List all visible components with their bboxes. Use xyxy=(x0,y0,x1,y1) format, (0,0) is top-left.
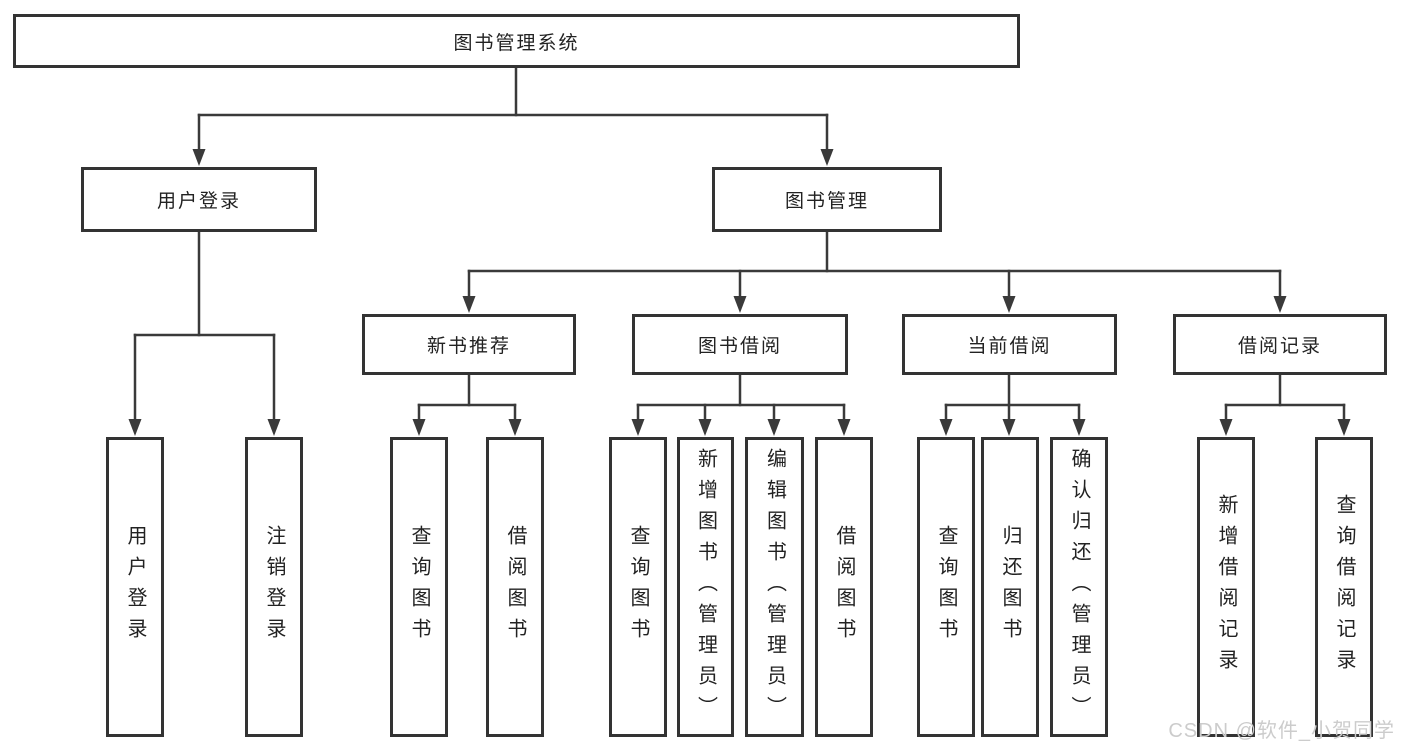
leaf-query-books-current-label: 查询图书 xyxy=(935,525,957,649)
node-borrow-records-label: 借阅记录 xyxy=(1237,336,1322,357)
connector-current-borrow-to-leaves xyxy=(944,373,1081,421)
leaf-confirm-return-admin: 确认归还（管理员） xyxy=(1050,437,1108,737)
connector-new-book-to-leaves xyxy=(417,373,517,421)
leaf-borrow-books-recommend: 借阅图书 xyxy=(486,437,544,737)
leaf-edit-books-admin: 编辑图书（管理员） xyxy=(745,437,804,737)
connector-book-borrow-to-leaves xyxy=(636,373,846,421)
connector-borrow-record-to-leaves xyxy=(1224,373,1346,421)
node-new-book-recommend-label: 新书推荐 xyxy=(426,336,511,357)
node-book-borrow: 图书借阅 xyxy=(632,314,848,375)
leaf-query-books-borrow-label: 查询图书 xyxy=(627,525,649,649)
leaf-borrow-books: 借阅图书 xyxy=(815,437,873,737)
leaf-borrow-books-recommend-label: 借阅图书 xyxy=(504,525,526,649)
leaf-borrow-books-label: 借阅图书 xyxy=(833,525,855,649)
node-user-login: 用户登录 xyxy=(81,167,317,232)
leaf-return-books: 归还图书 xyxy=(981,437,1039,737)
leaf-add-books-admin: 新增图书（管理员） xyxy=(677,437,734,737)
node-borrow-records: 借阅记录 xyxy=(1173,314,1387,375)
leaf-logout: 注销登录 xyxy=(245,437,303,737)
leaf-query-books-borrow: 查询图书 xyxy=(609,437,667,737)
node-book-management: 图书管理 xyxy=(712,167,942,232)
leaf-user-login: 用户登录 xyxy=(106,437,164,737)
node-book-management-label: 图书管理 xyxy=(784,191,869,212)
leaf-query-books-recommend-label: 查询图书 xyxy=(408,525,430,649)
node-current-borrow-label: 当前借阅 xyxy=(967,336,1052,357)
connector-book-mgmt-to-level3 xyxy=(467,230,1282,298)
node-user-login-label: 用户登录 xyxy=(156,191,241,212)
leaf-confirm-return-admin-label: 确认归还（管理员） xyxy=(1068,447,1090,727)
leaf-logout-label: 注销登录 xyxy=(263,525,285,649)
leaf-add-books-admin-label: 新增图书（管理员） xyxy=(694,447,717,727)
leaf-add-borrow-record: 新增借阅记录 xyxy=(1197,437,1255,737)
watermark: CSDN @软件_小贺同学 xyxy=(1168,720,1395,742)
node-root: 图书管理系统 xyxy=(13,14,1020,68)
leaf-add-borrow-record-label: 新增借阅记录 xyxy=(1215,494,1237,680)
node-book-borrow-label: 图书借阅 xyxy=(697,336,782,357)
leaf-query-borrow-record: 查询借阅记录 xyxy=(1315,437,1373,737)
connector-user-login-to-leaves xyxy=(133,230,276,421)
leaf-user-login-label: 用户登录 xyxy=(124,525,146,649)
connector-root-to-level2 xyxy=(197,66,829,151)
node-current-borrow: 当前借阅 xyxy=(902,314,1117,375)
leaf-query-borrow-record-label: 查询借阅记录 xyxy=(1333,494,1355,680)
leaf-query-books-recommend: 查询图书 xyxy=(390,437,448,737)
node-root-label: 图书管理系统 xyxy=(453,32,580,54)
leaf-query-books-current: 查询图书 xyxy=(917,437,975,737)
leaf-edit-books-admin-label: 编辑图书（管理员） xyxy=(763,447,786,727)
leaf-return-books-label: 归还图书 xyxy=(999,525,1021,649)
node-new-book-recommend: 新书推荐 xyxy=(362,314,576,375)
